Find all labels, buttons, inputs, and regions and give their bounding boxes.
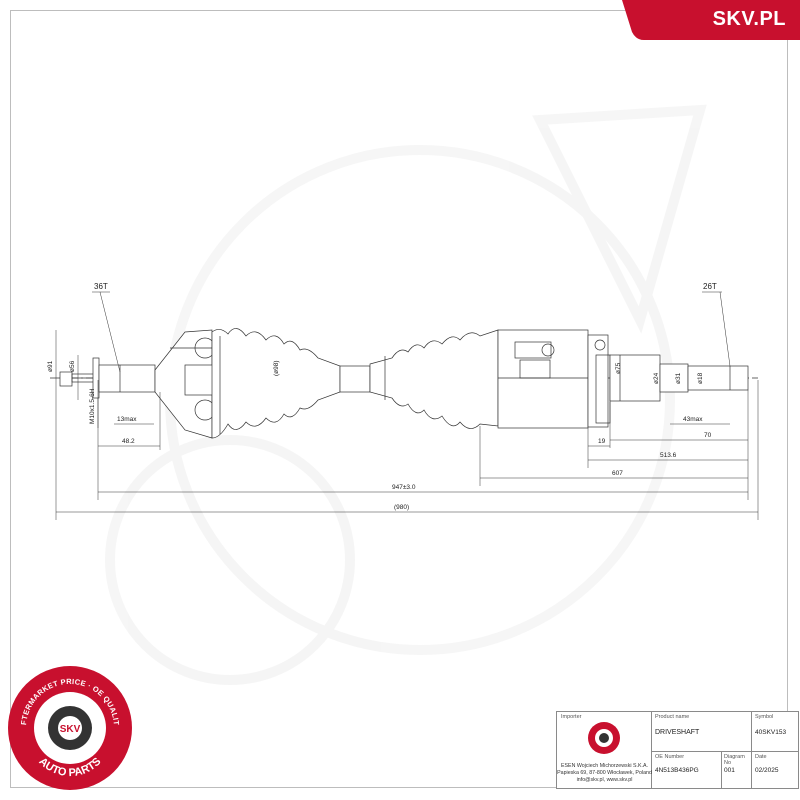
inner-bearing xyxy=(587,334,611,428)
brand-logo-text: SKV.PL xyxy=(712,8,786,30)
oe-number-label: OE Number xyxy=(655,754,685,760)
dim-947: 947±3.0 xyxy=(392,484,416,491)
skv-auto-parts-seal: AFTERMARKET PRICE · OE QUALITY AUTO PART… xyxy=(6,664,132,790)
dim-48-2: 48.2 xyxy=(122,438,135,445)
dim-d18: ø18 xyxy=(697,372,704,384)
dim-d98: (ø98) xyxy=(273,360,280,376)
inner-boot xyxy=(369,329,499,429)
outer-cv-joint xyxy=(154,329,235,439)
spline-label-right: 26T xyxy=(703,282,717,291)
seal-center-text: SKV xyxy=(60,724,81,735)
date-cell: Date 02/2025 xyxy=(752,752,798,788)
dim-980: (980) xyxy=(394,504,409,511)
brand-badge[interactable]: SKV.PL xyxy=(622,0,800,40)
dim-70: 70 xyxy=(704,432,712,439)
dim-d56: ø56 xyxy=(69,360,76,372)
diagram-no-cell: Diagram No 001 xyxy=(722,752,752,788)
importer-label: Importer xyxy=(561,714,582,720)
inner-cv-joint xyxy=(497,329,589,429)
product-name-cell: Product name DRIVESHAFT xyxy=(652,712,752,752)
dim-607: 607 xyxy=(612,470,623,477)
dim-thread: M10x1.5-6H xyxy=(89,388,96,424)
right-stub xyxy=(609,354,749,402)
spline-label-left: 36T xyxy=(94,282,108,291)
left-bolt xyxy=(59,357,104,399)
importer-company: ESEN Wojciech Michorzewski S.K.A. xyxy=(560,763,649,769)
dim-d24: ø24 xyxy=(653,372,660,384)
symbol-cell: Symbol 40SKV153 xyxy=(752,712,798,752)
intermediate-shaft xyxy=(339,365,371,393)
symbol-value: 40SKV153 xyxy=(755,729,787,736)
product-name-value: DRIVESHAFT xyxy=(655,729,700,736)
dim-513-6: 513.6 xyxy=(660,452,677,459)
title-block: Importer ESEN Wojciech Michorzewski S.K.… xyxy=(556,711,799,789)
importer-address: Papieska 69, 87-800 Włocławek, Poland xyxy=(557,770,652,776)
dim-d91: ø91 xyxy=(47,360,54,372)
dim-d31: ø31 xyxy=(675,372,682,384)
importer-contact: info@skv.pl, www.skv.pl xyxy=(576,777,633,783)
dim-13max: 13max xyxy=(117,416,137,423)
outer-boot xyxy=(211,328,341,439)
oe-number-value: 4N513B436PG xyxy=(655,767,699,774)
brand-badge-shape xyxy=(622,0,800,40)
dim-43max: 43max xyxy=(683,416,703,423)
dim-19: 19 xyxy=(598,438,606,445)
product-name-label: Product name xyxy=(655,714,690,720)
diagram-no-label: Diagram No xyxy=(724,754,745,766)
date-value: 02/2025 xyxy=(755,767,779,774)
importer-cell: Importer ESEN Wojciech Michorzewski S.K.… xyxy=(557,712,652,788)
symbol-label: Symbol xyxy=(755,714,774,720)
drawing-frame xyxy=(10,10,788,788)
date-label: Date xyxy=(755,754,767,760)
importer-logo xyxy=(588,722,620,754)
oe-number-cell: OE Number 4N513B436PG xyxy=(652,752,722,788)
dim-d75: ø75 xyxy=(615,362,622,374)
diagram-no-value: 001 xyxy=(724,767,735,774)
left-stub xyxy=(98,364,156,393)
